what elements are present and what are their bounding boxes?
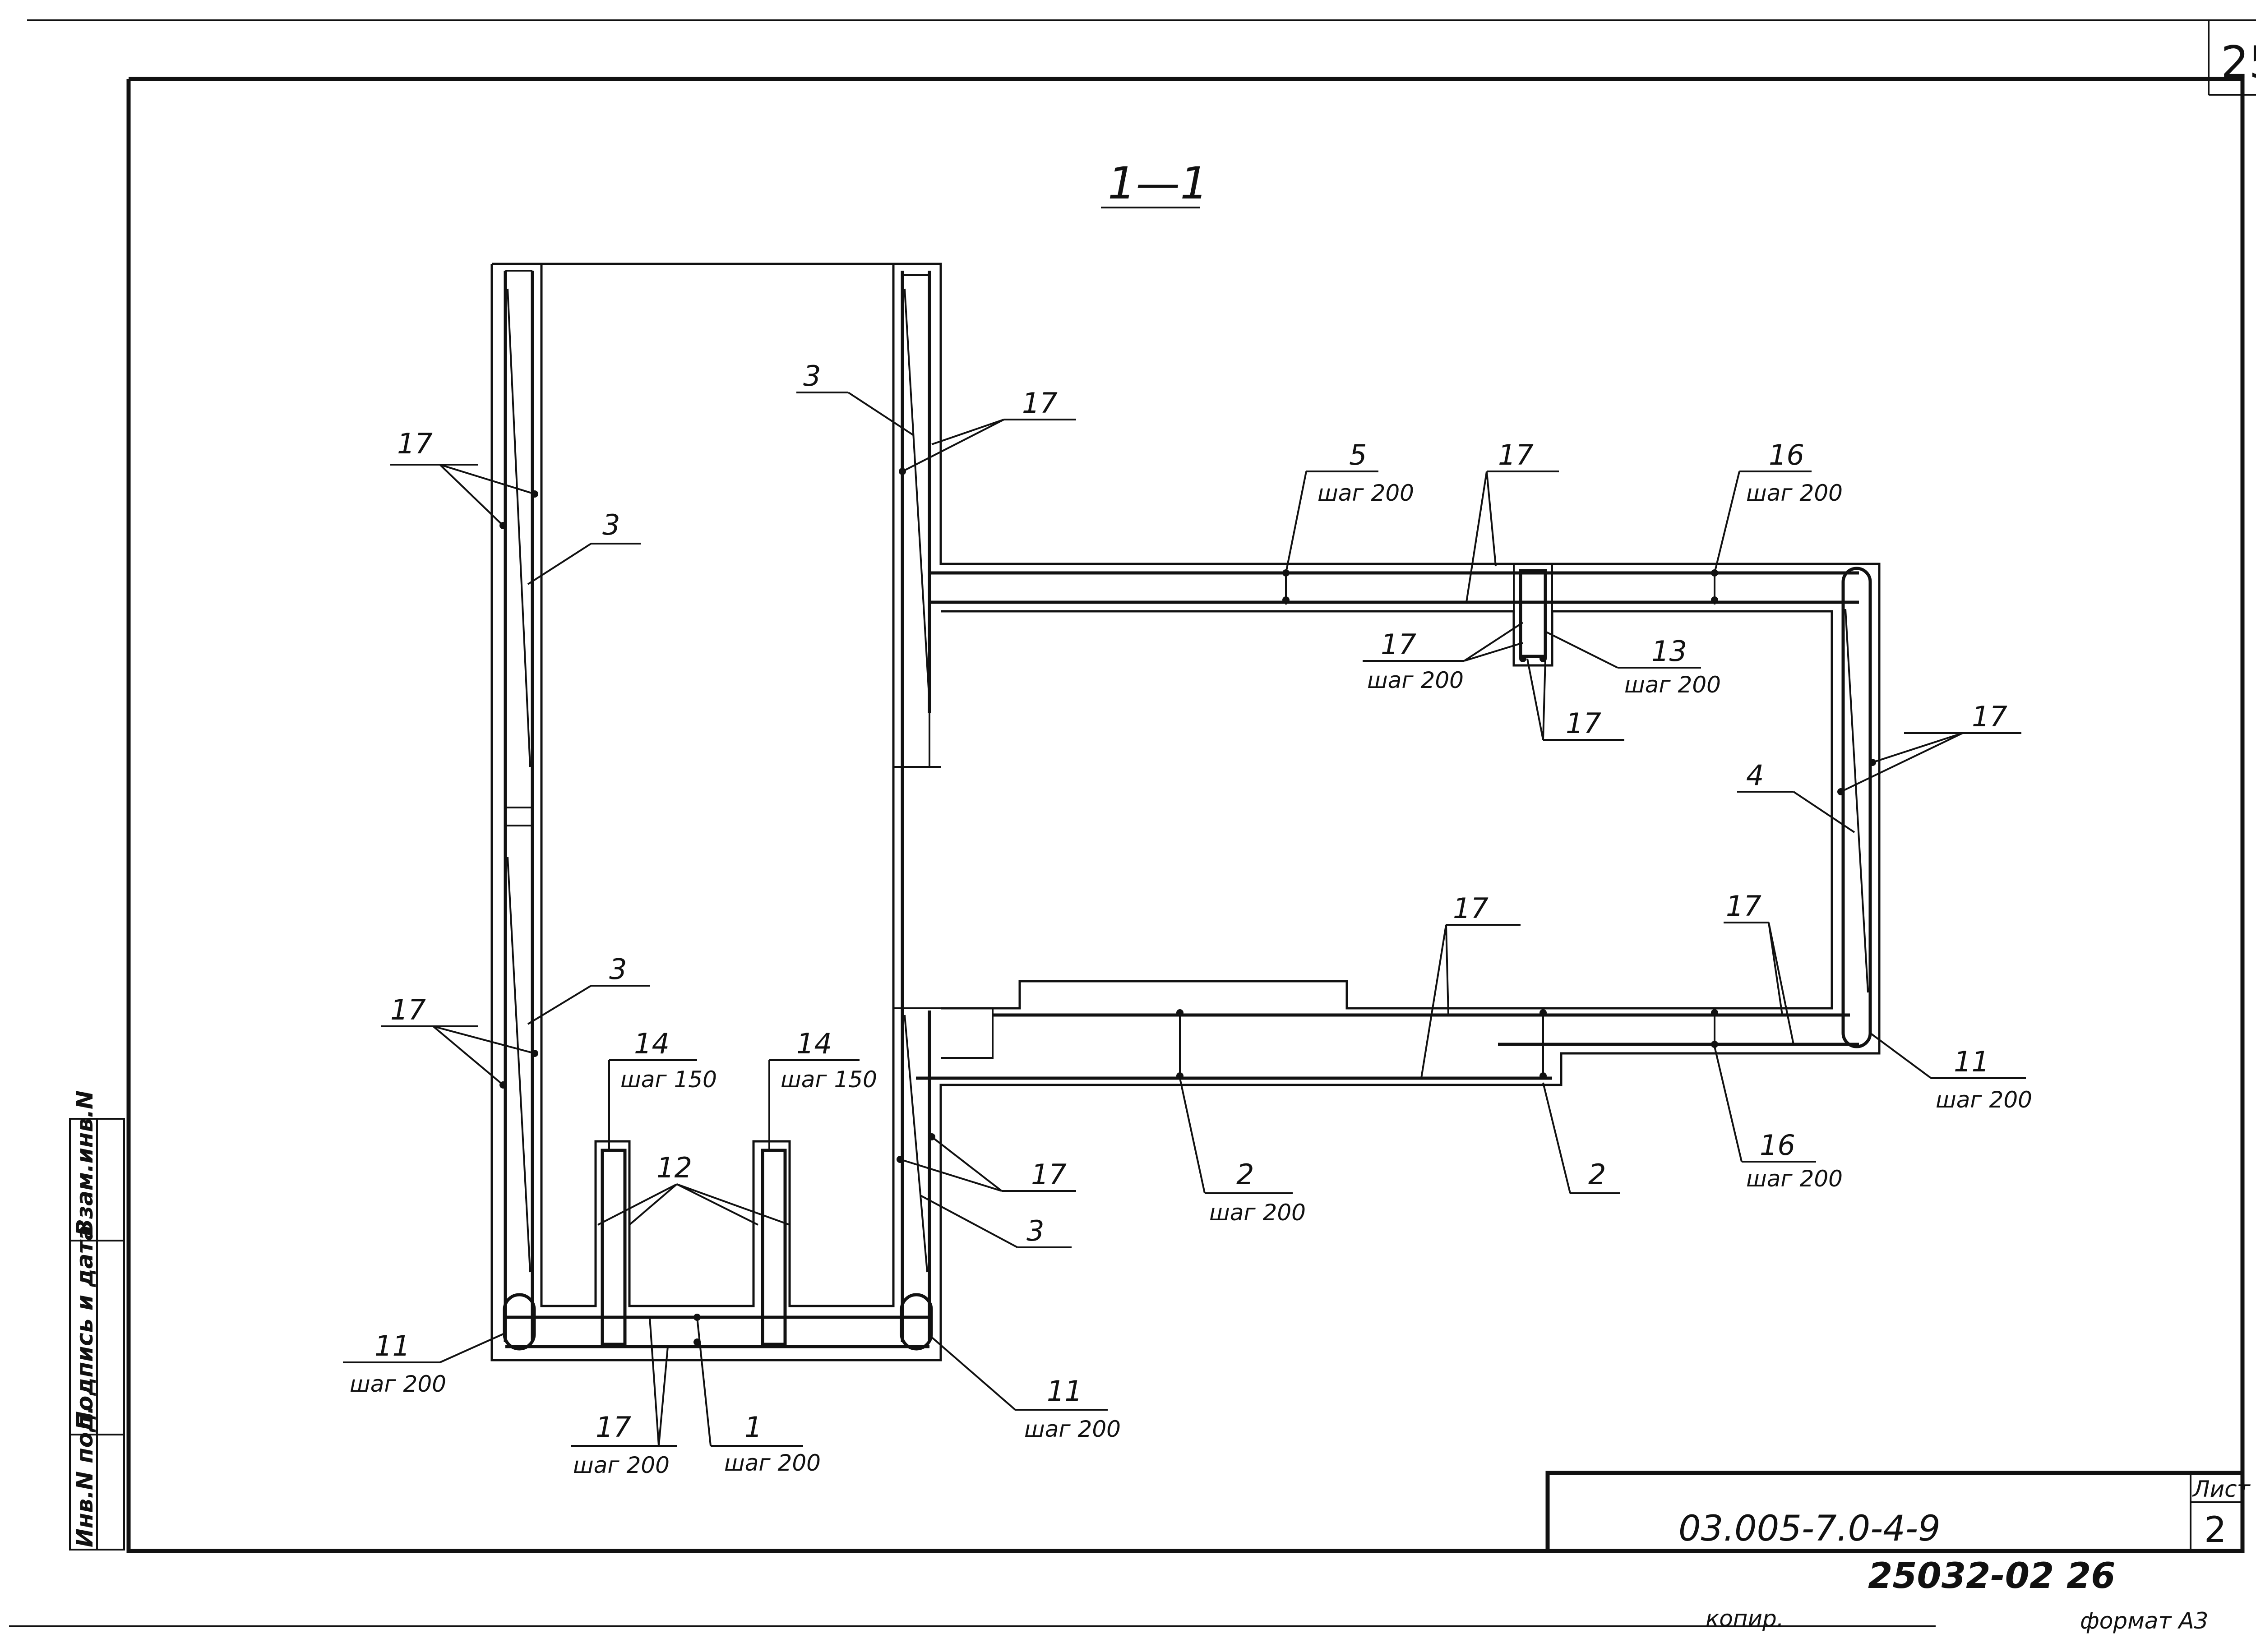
callout-mark: 17: [1022, 387, 1058, 420]
concrete-outline: [490, 263, 1881, 1361]
callout-11-mid: 11 шаг 200: [929, 1334, 1121, 1442]
bar-dots: [499, 468, 1876, 1346]
sheet-label: Лист: [2192, 1476, 2251, 1502]
callout-12: 12: [597, 1151, 790, 1226]
callout-mark: 1: [744, 1411, 762, 1444]
callout-note: шаг 200: [350, 1371, 446, 1397]
callout-note: шаг 200: [1936, 1087, 2032, 1113]
callout-mark: 11: [374, 1329, 410, 1362]
callout-mark: 3: [609, 953, 627, 986]
sheet-number: 2: [2204, 1510, 2227, 1550]
stamp-inventory-number: Инв.N под.: [72, 1405, 98, 1547]
callout-mark: 3: [602, 508, 620, 541]
callout-note: шаг 200: [1318, 480, 1414, 506]
callout-14-left: 14 шаг 150: [608, 1027, 717, 1150]
callout-mark: 17: [1972, 700, 2007, 733]
callout-mark: 17: [1031, 1158, 1067, 1191]
callout-note: шаг 200: [1209, 1200, 1306, 1226]
title-block: [1545, 1471, 2242, 1551]
callout-5: 5 шаг 200: [1285, 438, 1414, 573]
callout-14-right: 14 шаг 150: [768, 1027, 877, 1150]
callout-11-right: 11 шаг 200: [1869, 1032, 2032, 1113]
callout-mark: 14: [634, 1027, 670, 1060]
callout-note: шаг 150: [620, 1066, 717, 1093]
callout-3-bottom-mid: 3: [920, 1195, 1072, 1248]
copied-label: копир.: [1706, 1606, 1784, 1632]
callout-note: шаг 200: [1746, 480, 1843, 506]
page-number: 25: [2221, 37, 2256, 88]
stamp-replacement-number: Взам.инв.N: [72, 1090, 98, 1236]
callout-mark: 12: [656, 1151, 692, 1184]
callout-mark: 17: [397, 427, 433, 460]
callout-17-bottom-slab-b: 17: [1724, 890, 1794, 1045]
callout-mark: 11: [1047, 1375, 1082, 1407]
callout-note: шаг 200: [724, 1450, 821, 1476]
callout-17-bottom-left: 17: [381, 993, 535, 1086]
callout-mark: 14: [796, 1027, 832, 1060]
callout-2-left: 2 шаг 200: [1179, 1078, 1306, 1226]
callout-17-top-left: 17: [390, 427, 535, 526]
callout-mark: 17: [390, 993, 426, 1026]
callout-note: шаг 200: [1746, 1166, 1843, 1192]
callout-3-top-mid: 3: [796, 360, 915, 436]
callout-mark: 13: [1651, 635, 1687, 668]
callout-17-base: 17 шаг 200: [571, 1317, 677, 1478]
side-stamp: [69, 1118, 125, 1550]
callout-17-beam-bottom: 17: [1526, 658, 1624, 741]
callout-mark: 3: [803, 360, 821, 392]
callout-17-top-right: 17: [1465, 438, 1559, 603]
archive-number: 25032-02: [1868, 1556, 2054, 1597]
callout-mark: 17: [596, 1411, 631, 1444]
callout-2-right: 2: [1542, 1082, 1620, 1194]
callout-mark: 16: [1769, 438, 1804, 471]
callout-1: 1 шаг 200: [696, 1317, 821, 1476]
callout-mark: 2: [1236, 1158, 1254, 1191]
callout-mark: 2: [1588, 1158, 1606, 1191]
callout-mark: 3: [1026, 1214, 1044, 1247]
callout-mark: 16: [1760, 1129, 1795, 1162]
callout-17-mid-wall: 17: [900, 1136, 1076, 1192]
callout-4: 4: [1737, 759, 1855, 833]
sheet-frame: [9, 19, 2256, 1627]
callout-mark: 4: [1746, 759, 1764, 792]
callout-16-bottom: 16 шаг 200: [1714, 1046, 1843, 1192]
callout-mark: 17: [1453, 892, 1489, 925]
drawing-code: 03.005-7.0-4-9: [1678, 1509, 1941, 1549]
callout-17-bottom-slab-a: 17: [1420, 892, 1521, 1079]
callout-mark: 17: [1498, 438, 1534, 471]
callout-17-right-wall: 17: [1840, 700, 2021, 793]
callout-mark: 17: [1566, 707, 1601, 740]
archive-suffix: 26: [2066, 1556, 2116, 1597]
callout-17-beam: 17 шаг 200: [1363, 622, 1524, 693]
callout-mark: 17: [1726, 890, 1761, 923]
callout-note: шаг 200: [1367, 667, 1464, 693]
section-title: 1—1: [1108, 158, 1208, 209]
callout-note: шаг 200: [1624, 672, 1721, 698]
callout-note: шаг 200: [1024, 1416, 1121, 1442]
callout-16-top: 16 шаг 200: [1714, 438, 1843, 573]
callout-note: шаг 150: [781, 1066, 877, 1093]
callout-mark: 17: [1381, 628, 1416, 661]
callout-3-bottom-left: 3: [527, 953, 650, 1025]
callout-note: шаг 200: [573, 1452, 670, 1478]
callout-mark: 5: [1349, 438, 1367, 471]
callout-11-left: 11 шаг 200: [343, 1329, 506, 1397]
callout-3-top-left: 3: [527, 508, 641, 585]
reinforcement: [503, 270, 1872, 1351]
callout-13: 13 шаг 200: [1545, 631, 1721, 698]
callout-mark: 11: [1954, 1045, 1989, 1078]
stamp-signature-date: Подпись и дата: [72, 1225, 98, 1430]
callout-17-top-mid: 17: [902, 387, 1076, 472]
format-label: формат А3: [2080, 1608, 2208, 1634]
